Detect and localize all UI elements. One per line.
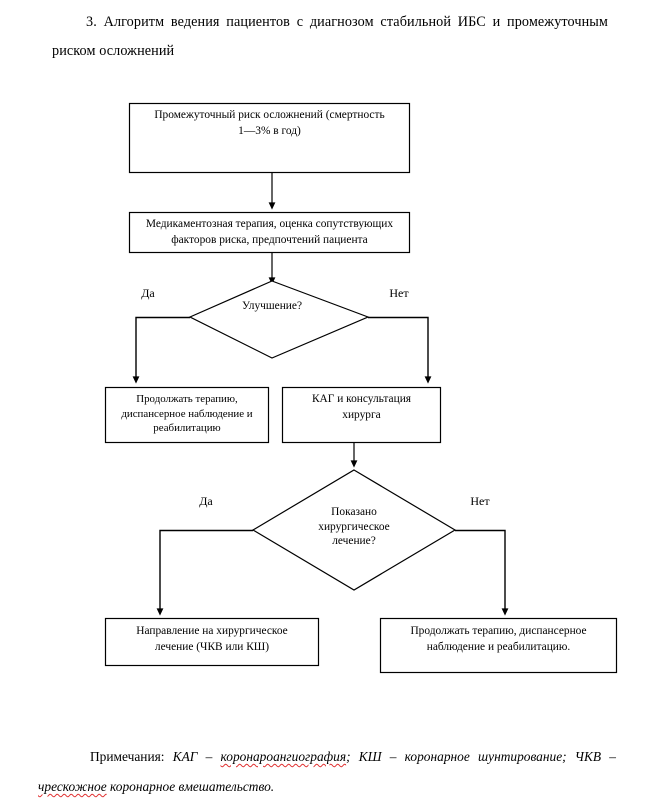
heading-text: Алгоритм ведения пациентов с диагнозом с… xyxy=(52,14,608,59)
node-label-improvement: Улучшение? xyxy=(241,300,303,312)
node-label-cag-consult: КАГ и консультация хирурга xyxy=(311,393,412,421)
edge-surgery-no xyxy=(455,529,509,616)
branch-label-surgery-no: Нет xyxy=(470,494,490,508)
footnote-abbr-kag: КАГ – xyxy=(172,749,221,764)
node-label-referral-surgery: Направление на хирургическое лечение (ЧК… xyxy=(136,625,288,653)
edge-improvement-yes xyxy=(132,316,190,384)
node-label-drug-therapy: Медикаментозная терапия, оценка сопутств… xyxy=(145,218,394,246)
node-box-intermediate-risk xyxy=(128,102,411,174)
branch-label-improvement-no: Нет xyxy=(389,286,409,300)
footnote-abbr-ksh: ; КШ – коронарное шунтирование; ЧКВ – xyxy=(346,749,616,764)
node-label-surgery-indicated: Показано хирургическое лечение? xyxy=(318,506,390,548)
edge-surgery-yes xyxy=(156,529,253,616)
node-box-referral-surgery xyxy=(104,617,320,667)
page-title: 3. Алгоритм ведения пациентов с диагнозо… xyxy=(52,8,608,66)
branch-label-surgery-yes: Да xyxy=(199,494,213,508)
node-box-continue-therapy xyxy=(104,386,270,444)
node-box-cag-consult xyxy=(281,386,442,444)
node-label-continue-therapy: Продолжать терапию, диспансерное наблюде… xyxy=(121,393,253,435)
node-label-continue-therapy-2: Продолжать терапию, диспансерное наблюде… xyxy=(410,625,587,653)
node-box-continue-therapy-2 xyxy=(379,617,618,674)
branch-label-improvement-yes: Да xyxy=(141,286,155,300)
edge-improvement-no xyxy=(368,316,432,384)
node-label-intermediate-risk: Промежуточный риск осложнений (смертност… xyxy=(154,109,385,137)
node-box-drug-therapy xyxy=(128,211,411,254)
footnote: Примечания: КАГ – коронароангиография; К… xyxy=(38,742,616,802)
footnote-misspelled-term-2: чрескожное xyxy=(38,779,107,794)
node-diamond-surgery-indicated xyxy=(251,469,457,591)
footnote-label: Примечания: xyxy=(90,749,165,764)
node-diamond-improvement xyxy=(188,280,370,359)
heading-number: 3. xyxy=(86,14,97,30)
footnote-misspelled-term-1: коронароангиография xyxy=(220,749,347,764)
footnote-abbr-chkv: коронарное вмешательство. xyxy=(106,779,275,794)
